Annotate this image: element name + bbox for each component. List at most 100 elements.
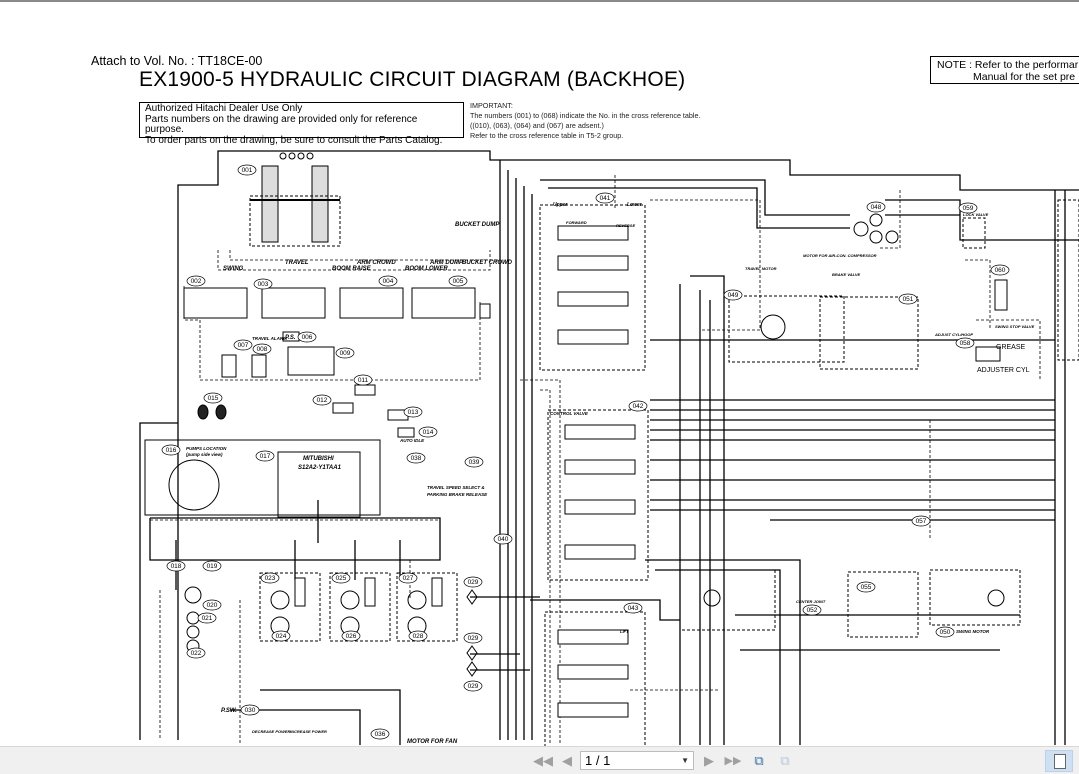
svg-text:004: 004 — [383, 278, 394, 285]
first-page-button[interactable]: ◀◀ — [533, 752, 553, 770]
go-forward-view-button[interactable]: ⧉ — [776, 752, 794, 770]
label-engine-model: S12A2-Y1TAA1 — [298, 465, 342, 471]
next-page-icon: ▶ — [704, 753, 714, 768]
callout-027: 027 — [398, 572, 418, 584]
note-line: Manual for the set pre — [973, 71, 1076, 83]
callout-009: 009 — [335, 347, 355, 359]
callout-049: 049 — [723, 289, 743, 301]
callout-018: 018 — [166, 560, 186, 572]
svg-text:005: 005 — [453, 278, 464, 285]
control-valves — [539, 204, 649, 746]
label-travel-motor: TRAVEL MOTOR — [745, 266, 777, 271]
label-air-con-motor: MOTOR FOR AIR-CON. COMPRESSOR — [803, 253, 877, 258]
page-indicator: 1 / 1 — [585, 753, 611, 768]
svg-text:029: 029 — [468, 683, 479, 690]
callout-036: 036 — [370, 728, 390, 740]
right-components — [679, 199, 1079, 638]
svg-text:026: 026 — [346, 633, 357, 640]
label-psw: P.SW. — [221, 708, 237, 714]
important-line: ((010), (063), (064) and (067) are adsen… — [470, 121, 604, 130]
callout-029: 029 — [463, 632, 483, 644]
callout-041: 041 — [595, 192, 615, 204]
label-motor-for-fan: MOTOR FOR FAN — [407, 739, 458, 745]
label-travel: TRAVEL — [285, 260, 309, 266]
label-travel-speed-select: TRAVEL SPEED SELECT & — [427, 485, 485, 490]
previous-page-icon: ◀ — [562, 753, 572, 768]
svg-text:039: 039 — [469, 459, 480, 466]
last-page-button[interactable]: ▶▶ — [724, 752, 742, 770]
svg-text:038: 038 — [411, 455, 422, 462]
svg-text:040: 040 — [498, 536, 509, 543]
callout-008: 008 — [252, 343, 272, 355]
svg-text:055: 055 — [861, 584, 872, 591]
callout-022: 022 — [186, 647, 206, 659]
label-arm-dump: ARM DUMP — [429, 260, 464, 266]
single-page-view-button[interactable] — [1045, 750, 1073, 772]
callout-039: 039 — [464, 456, 484, 468]
svg-text:041: 041 — [600, 195, 611, 202]
pump-layout-circle — [168, 459, 220, 511]
diagram-title: EX1900-5 HYDRAULIC CIRCUIT DIAGRAM (BACK… — [139, 68, 686, 91]
document-viewport[interactable]: Attach to Vol. No. : TT18CE-00 EX1900-5 … — [0, 0, 1079, 746]
callout-025: 025 — [331, 572, 351, 584]
previous-page-button[interactable]: ◀ — [558, 752, 576, 770]
pilot-lines — [149, 175, 1041, 745]
next-page-button[interactable]: ▶ — [700, 752, 718, 770]
svg-text:049: 049 — [728, 292, 739, 299]
callouts: 001 002 003 004 005 006 007 008 009 011 … — [161, 164, 1010, 740]
label-ps: P.S. — [285, 335, 296, 341]
svg-text:043: 043 — [628, 605, 639, 612]
label-boom-lower: BOOM LOWER — [405, 266, 448, 272]
important-notes: IMPORTANT: The numbers (001) to (068) in… — [470, 101, 701, 141]
callout-058: 058 — [955, 337, 975, 349]
callout-016: 016 — [161, 444, 181, 456]
svg-text:021: 021 — [202, 615, 213, 622]
dealer-notice-line: To order parts on the drawing, be sure t… — [145, 134, 443, 146]
main-lines — [139, 150, 1079, 745]
label-arm-crowd: ARM CROWD — [356, 260, 396, 266]
svg-text:029: 029 — [468, 579, 479, 586]
label-travel-alarm: TRAVEL ALARM — [252, 336, 287, 341]
label-swing-stop-valve: SWING STOP VALVE — [995, 324, 1035, 329]
pilot-valve-001 — [249, 152, 341, 247]
note-line: NOTE : Refer to the performar — [937, 59, 1079, 71]
svg-text:023: 023 — [265, 575, 276, 582]
callout-011: 011 — [353, 374, 373, 386]
attach-volume-label: Attach to Vol. No. : TT18CE-00 — [91, 54, 263, 68]
last-page-icon: ▶▶ — [724, 755, 742, 767]
back-view-icon: ⧉ — [754, 753, 764, 768]
svg-text:009: 009 — [340, 350, 351, 357]
svg-text:051: 051 — [903, 296, 914, 303]
svg-text:001: 001 — [242, 167, 253, 174]
svg-text:014: 014 — [423, 429, 434, 436]
diagram-labels: BUCKET DUMP SWING TRAVEL BOOM RAISE ARM … — [186, 202, 1035, 745]
svg-text:024: 024 — [276, 633, 287, 640]
svg-text:036: 036 — [375, 731, 386, 738]
label-pumps-location: PUMPS LOCATION — [186, 446, 227, 451]
svg-text:016: 016 — [166, 447, 177, 454]
important-line: IMPORTANT: — [470, 101, 513, 110]
label-boom-raise: BOOM RAISE — [332, 266, 372, 272]
engine-box — [277, 451, 361, 518]
svg-text:030: 030 — [245, 707, 256, 714]
label-adjust-cyl: ADJUST CYL/HOOP — [934, 332, 973, 337]
callout-003: 003 — [253, 278, 273, 290]
chevron-down-icon[interactable]: ▼ — [681, 756, 689, 765]
callout-030: 030 — [240, 704, 260, 716]
go-back-view-button[interactable]: ⧉ — [750, 752, 768, 770]
label-center-joint: CENTER JOINT — [796, 599, 826, 604]
label-lock-valve: LOCK VALVE — [963, 212, 989, 217]
label-bucket-dump: BUCKET DUMP — [455, 222, 500, 228]
svg-text:018: 018 — [171, 563, 182, 570]
label-bucket-crowd: BUCKET CROWD — [462, 260, 513, 266]
callout-019: 019 — [202, 560, 222, 572]
callout-007: 007 — [233, 339, 253, 351]
svg-text:019: 019 — [207, 563, 218, 570]
callout-038: 038 — [406, 452, 426, 464]
label-lower: Lower — [627, 202, 643, 208]
callout-006: 006 — [297, 331, 317, 343]
page-number-field[interactable]: 1 / 1 ▼ — [580, 751, 694, 770]
callout-002: 002 — [186, 275, 206, 287]
callout-057: 057 — [911, 515, 931, 527]
callout-004: 004 — [378, 275, 398, 287]
